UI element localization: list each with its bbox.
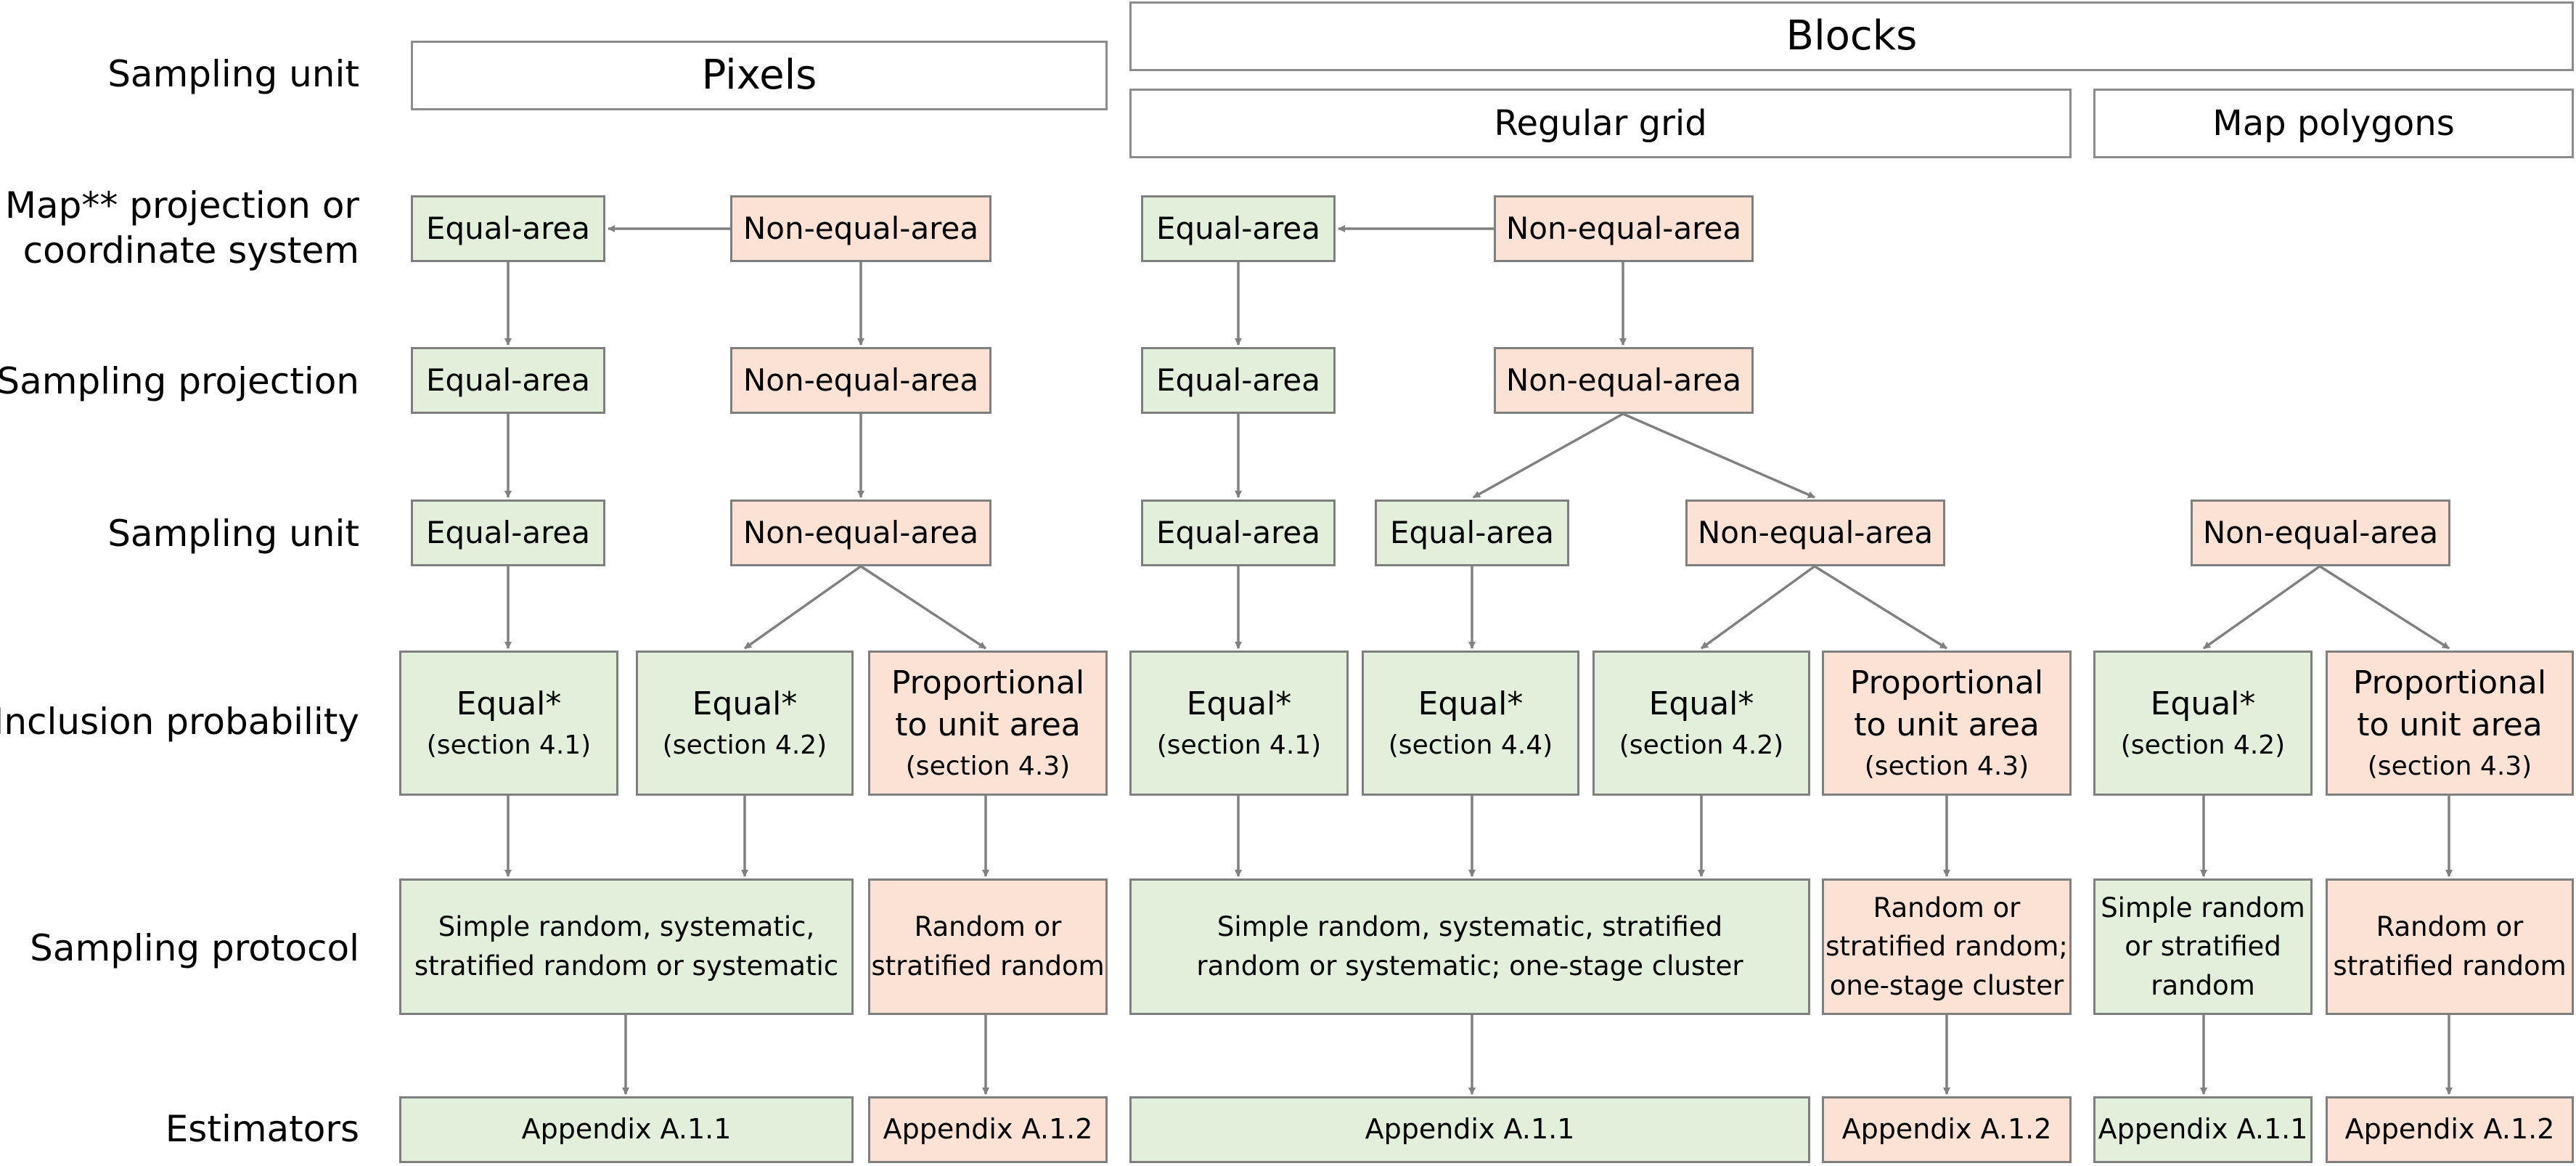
row-label-map-projection: Map** projection or coordinate system — [5, 183, 359, 273]
inclusion-label: Equal* — [1186, 685, 1292, 722]
header-blocks: Blocks — [1129, 1, 2574, 71]
sampling-unit-pixels-non-equal-area: Non-equal-area — [730, 500, 991, 566]
inclusion-section: (section 4.3) — [905, 751, 1071, 781]
protocol-line1: Simple random — [2101, 892, 2305, 924]
header-regular-grid: Regular grid — [1129, 89, 2072, 158]
inclusion-grid-proportional-43: Proportional to unit area (section 4.3) — [1822, 651, 2072, 796]
row-label-sampling-unit-top: Sampling unit — [107, 53, 359, 95]
inclusion-polygons-proportional-43: Proportional to unit area (section 4.3) — [2326, 651, 2574, 796]
protocol-line3: one-stage cluster — [1829, 969, 2064, 1001]
protocol-grid-equal: Simple random, systematic, stratified ra… — [1129, 878, 1810, 1015]
protocol-line1: Random or — [914, 911, 1062, 943]
inclusion-polygons-equal-42: Equal* (section 4.2) — [2093, 651, 2313, 796]
inclusion-label-line1: Proportional — [1849, 664, 2044, 702]
estimator-grid-a112: Appendix A.1.2 — [1822, 1096, 2072, 1163]
inclusion-label-line2: to unit area — [2357, 706, 2543, 743]
inclusion-section: (section 4.2) — [1619, 730, 1784, 761]
arrow — [860, 565, 986, 650]
sampling-projection-pixels-equal-area: Equal-area — [411, 347, 605, 414]
row-label-map-projection-line2: coordinate system — [23, 229, 359, 272]
sampling-projection-grid-equal-area: Equal-area — [1141, 347, 1336, 414]
inclusion-label: Equal* — [2150, 685, 2256, 722]
inclusion-grid-equal-41: Equal* (section 4.1) — [1129, 651, 1349, 796]
estimator-pixels-a112: Appendix A.1.2 — [868, 1096, 1108, 1163]
sampling-unit-grid-equal-area-right: Equal-area — [1375, 500, 1569, 566]
estimator-pixels-a111: Appendix A.1.1 — [399, 1096, 854, 1163]
arrow — [1814, 565, 1947, 650]
inclusion-section: (section 4.1) — [1156, 730, 1322, 761]
arrow — [1622, 412, 1815, 499]
sampling-unit-pixels-equal-area: Equal-area — [411, 500, 605, 566]
row-label-estimators: Estimators — [165, 1108, 359, 1150]
protocol-line2: random or systematic; one-stage cluster — [1196, 950, 1743, 982]
inclusion-section: (section 4.1) — [426, 730, 592, 761]
inclusion-label: Equal* — [1418, 685, 1524, 722]
sampling-unit-grid-equal-area-left: Equal-area — [1141, 500, 1336, 566]
map-projection-grid-equal-area: Equal-area — [1141, 195, 1336, 262]
inclusion-section: (section 4.4) — [1388, 730, 1553, 761]
map-projection-grid-non-equal-area: Non-equal-area — [1494, 195, 1754, 262]
protocol-line3: random — [2151, 969, 2255, 1001]
arrow — [1473, 412, 1624, 499]
inclusion-label-line2: to unit area — [895, 706, 1081, 743]
protocol-line1: Simple random, systematic, — [438, 911, 815, 943]
protocol-line1: Simple random, systematic, stratified — [1217, 911, 1723, 943]
estimator-polygons-a111: Appendix A.1.1 — [2093, 1096, 2313, 1163]
protocol-line2: stratified random or systematic — [414, 950, 839, 982]
map-projection-pixels-equal-area: Equal-area — [411, 195, 605, 262]
inclusion-section: (section 4.2) — [662, 730, 827, 761]
protocol-pixels-proportional: Random or stratified random — [868, 878, 1108, 1015]
inclusion-label-line1: Proportional — [2352, 664, 2547, 702]
sampling-unit-grid-non-equal-area: Non-equal-area — [1685, 500, 1945, 566]
arrow — [2319, 565, 2450, 650]
arrow — [2202, 565, 2321, 650]
estimator-polygons-a112: Appendix A.1.2 — [2326, 1096, 2574, 1163]
row-label-inclusion-probability: Inclusion probability — [0, 701, 359, 743]
estimator-grid-a111: Appendix A.1.1 — [1129, 1096, 1810, 1163]
header-map-polygons: Map polygons — [2093, 89, 2574, 158]
sampling-projection-pixels-non-equal-area: Non-equal-area — [730, 347, 991, 414]
inclusion-section: (section 4.3) — [1864, 751, 2029, 781]
inclusion-pixels-equal-42: Equal* (section 4.2) — [636, 651, 854, 796]
inclusion-label: Equal* — [1648, 685, 1754, 722]
inclusion-pixels-equal-41: Equal* (section 4.1) — [399, 651, 618, 796]
protocol-line2: stratified random — [2333, 950, 2567, 982]
protocol-line1: Random or — [1873, 892, 2021, 924]
row-label-map-projection-line1: Map** projection or — [4, 184, 359, 227]
inclusion-section: (section 4.2) — [2120, 730, 2286, 761]
protocol-polygons-equal: Simple random or stratified random — [2093, 878, 2313, 1015]
protocol-polygons-proportional: Random or stratified random — [2326, 878, 2574, 1015]
inclusion-label-line2: to unit area — [1854, 706, 2040, 743]
inclusion-section: (section 4.3) — [2367, 751, 2532, 781]
header-pixels: Pixels — [411, 41, 1108, 110]
protocol-grid-proportional: Random or stratified random; one-stage c… — [1822, 878, 2072, 1015]
inclusion-label: Equal* — [692, 685, 798, 722]
arrow — [1700, 565, 1816, 650]
protocol-line1: Random or — [2376, 911, 2524, 943]
inclusion-label-line1: Proportional — [891, 664, 1085, 702]
inclusion-grid-equal-44: Equal* (section 4.4) — [1362, 651, 1579, 796]
inclusion-pixels-proportional-43: Proportional to unit area (section 4.3) — [868, 651, 1108, 796]
row-label-sampling-unit: Sampling unit — [107, 513, 359, 555]
map-projection-pixels-non-equal-area: Non-equal-area — [730, 195, 991, 262]
protocol-line2: stratified random; — [1825, 931, 2068, 963]
protocol-pixels-equal: Simple random, systematic, stratified ra… — [399, 878, 854, 1015]
sampling-projection-grid-non-equal-area: Non-equal-area — [1494, 347, 1754, 414]
inclusion-grid-equal-42: Equal* (section 4.2) — [1592, 651, 1810, 796]
inclusion-label: Equal* — [456, 685, 562, 722]
protocol-line2: or stratified — [2125, 931, 2281, 963]
sampling-unit-polygons-non-equal-area: Non-equal-area — [2191, 500, 2450, 566]
row-label-sampling-projection: Sampling projection — [0, 360, 359, 402]
protocol-line2: stratified random — [871, 950, 1105, 982]
arrow — [743, 565, 862, 650]
row-label-sampling-protocol: Sampling protocol — [30, 927, 359, 969]
